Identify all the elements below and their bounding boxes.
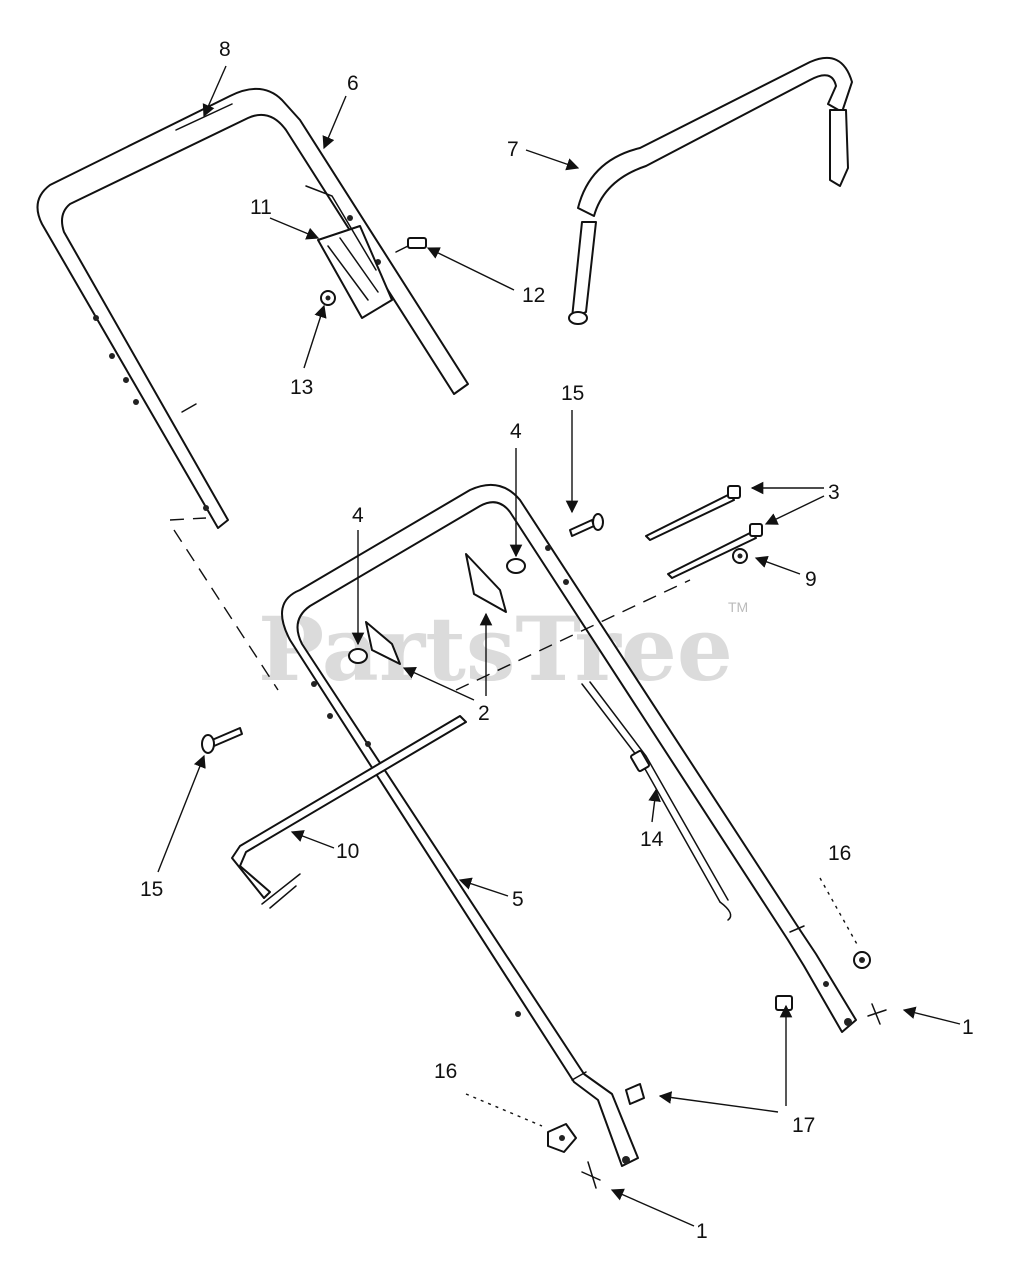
lower-handle — [281, 483, 857, 1167]
callout-1-right: 1 — [962, 1016, 974, 1039]
bolt-17-left — [625, 1083, 645, 1105]
callout-13: 13 — [290, 376, 313, 399]
bail-handle — [568, 57, 853, 325]
callout-11: 11 — [250, 196, 272, 219]
callout-10: 10 — [336, 840, 359, 863]
callout-6: 6 — [347, 72, 359, 95]
callout-5: 5 — [512, 888, 524, 911]
callout-8: 8 — [219, 38, 231, 61]
callout-15-left: 15 — [140, 878, 163, 901]
bolt-17-right — [775, 995, 793, 1011]
shift-rod — [231, 715, 467, 909]
callout-1-bottom: 1 — [696, 1220, 708, 1243]
callout-12: 12 — [522, 284, 545, 307]
bolt-15-left — [201, 727, 243, 754]
knob-16-right — [853, 951, 871, 969]
rods-3 — [645, 485, 763, 579]
nut-13 — [320, 290, 336, 306]
callout-9: 9 — [805, 568, 817, 591]
callout-16-right: 16 — [828, 842, 851, 865]
callout-17: 17 — [792, 1114, 815, 1137]
callout-15-top: 15 — [561, 382, 584, 405]
watermark-trademark: TM — [728, 599, 748, 615]
bolt-15-top — [569, 513, 604, 537]
alignment-lines — [169, 517, 859, 1127]
callout-7: 7 — [507, 138, 519, 161]
callout-4-left: 4 — [352, 504, 364, 527]
control-housing — [305, 185, 393, 319]
nut-9 — [732, 548, 748, 564]
callout-2: 2 — [478, 702, 490, 725]
pin-1-right — [867, 1003, 887, 1025]
callout-16-left: 16 — [434, 1060, 457, 1083]
knob-16-left — [547, 1123, 577, 1153]
bolt-12 — [395, 237, 427, 253]
wing-knob-left — [348, 621, 401, 665]
callout-4-right: 4 — [510, 420, 522, 443]
pin-1-left — [581, 1161, 601, 1189]
callout-3: 3 — [828, 481, 840, 504]
wing-knob-right — [465, 553, 526, 613]
cable-14 — [581, 681, 732, 921]
watermark-text: PartsTree — [258, 597, 733, 701]
callout-14: 14 — [640, 828, 664, 851]
callout-labels: 8 6 7 11 12 13 15 4 4 3 9 2 10 14 16 15 … — [140, 38, 974, 1243]
leader-arrows — [157, 65, 961, 1227]
upper-handle — [36, 88, 469, 529]
